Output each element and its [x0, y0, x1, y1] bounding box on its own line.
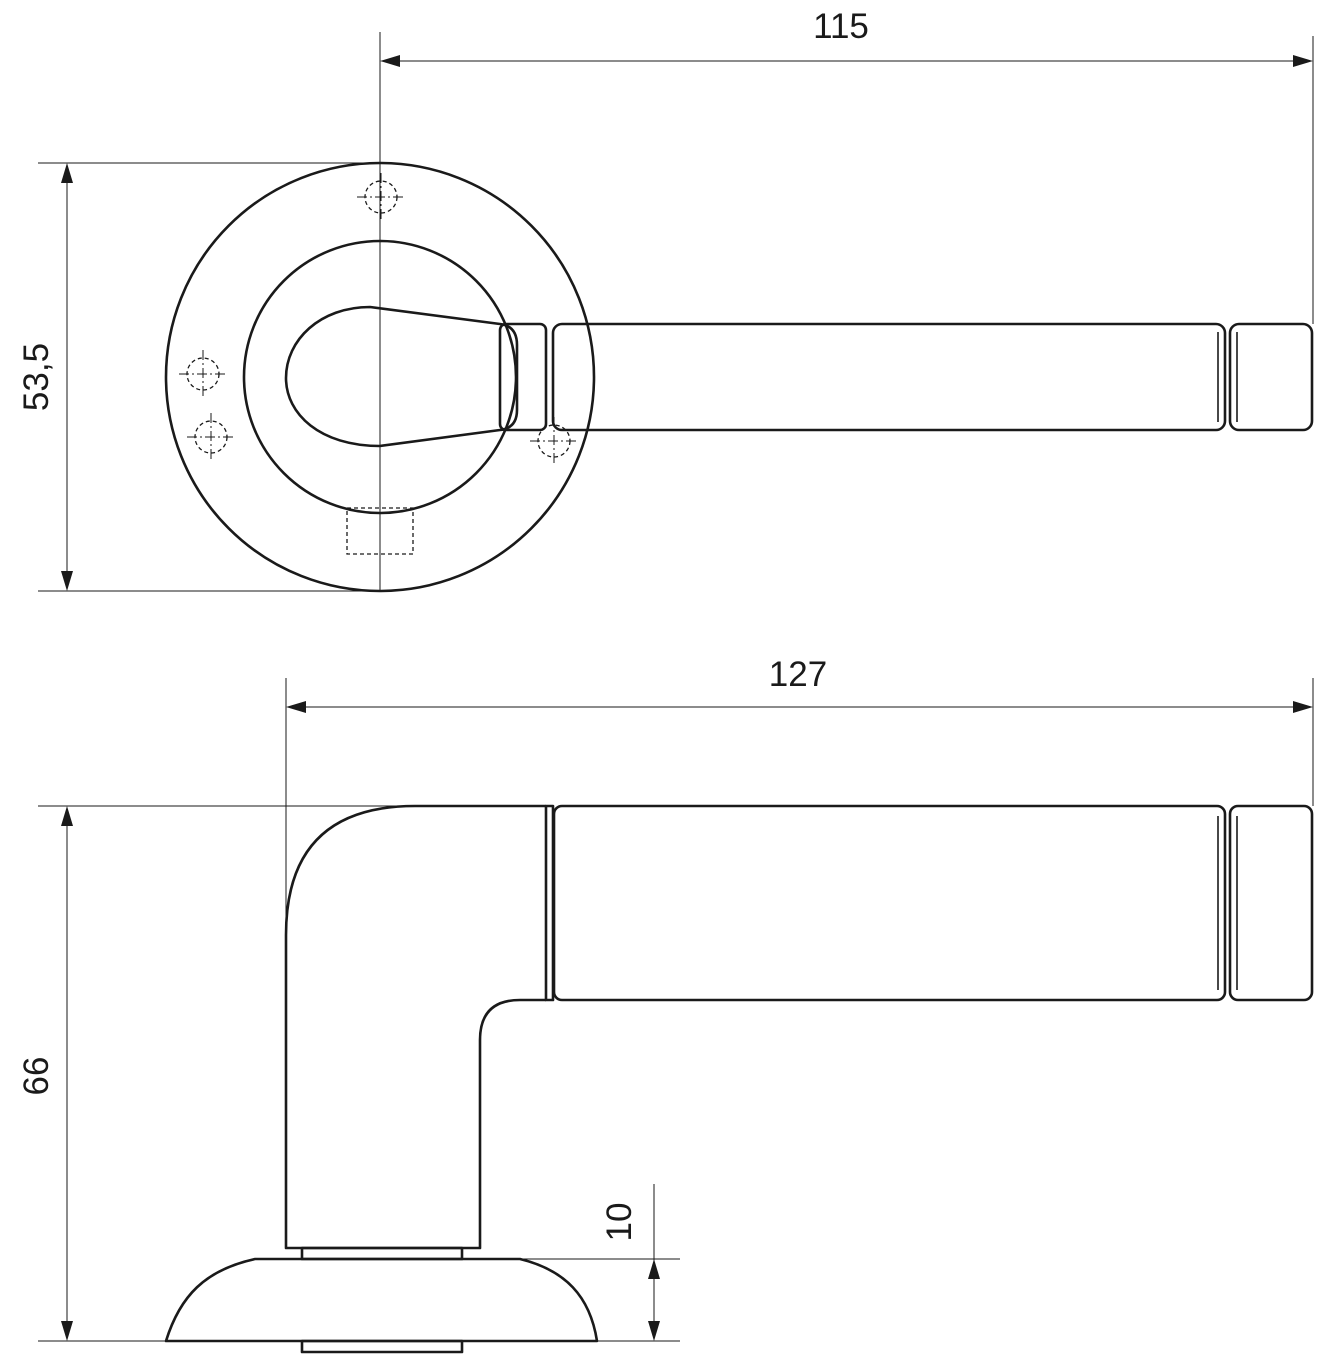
front-view: 115 53,5	[17, 7, 1314, 593]
dimension-53-5-label: 53,5	[17, 343, 56, 411]
arrow-53-bottom	[61, 571, 73, 591]
arrow-115-left	[380, 55, 400, 67]
rosette-dome	[164, 1257, 599, 1343]
side-grip	[552, 804, 1227, 1002]
side-view: 127 66 10	[17, 655, 1314, 1354]
arrow-127-right	[1293, 701, 1313, 713]
lever-neck	[284, 305, 519, 448]
side-collar	[544, 804, 555, 1002]
side-end-cap	[1228, 804, 1314, 1002]
screw-hole-right	[529, 416, 579, 466]
neck-ring	[300, 1246, 464, 1261]
arrow-66-bottom	[61, 1321, 73, 1341]
lever-body	[284, 804, 546, 1250]
arrow-10-bottom	[648, 1321, 660, 1341]
dimension-66-label: 66	[17, 1057, 56, 1096]
lever-collar	[498, 322, 548, 432]
screw-hole-left-lower	[186, 412, 236, 462]
dimension-127-label: 127	[769, 655, 827, 694]
arrow-127-left	[286, 701, 306, 713]
arrow-66-top	[61, 806, 73, 826]
lever-end-cap	[1228, 322, 1314, 432]
screw-hole-left-upper	[178, 349, 228, 399]
arrow-115-right	[1293, 55, 1313, 67]
dimension-10-label: 10	[600, 1203, 639, 1242]
spindle-base	[300, 1339, 464, 1354]
arrow-53-top	[61, 163, 73, 183]
dimension-115-label: 115	[813, 7, 869, 46]
screw-hole-top	[356, 172, 406, 222]
arrow-10-top	[648, 1259, 660, 1279]
lever-grip	[551, 322, 1227, 432]
